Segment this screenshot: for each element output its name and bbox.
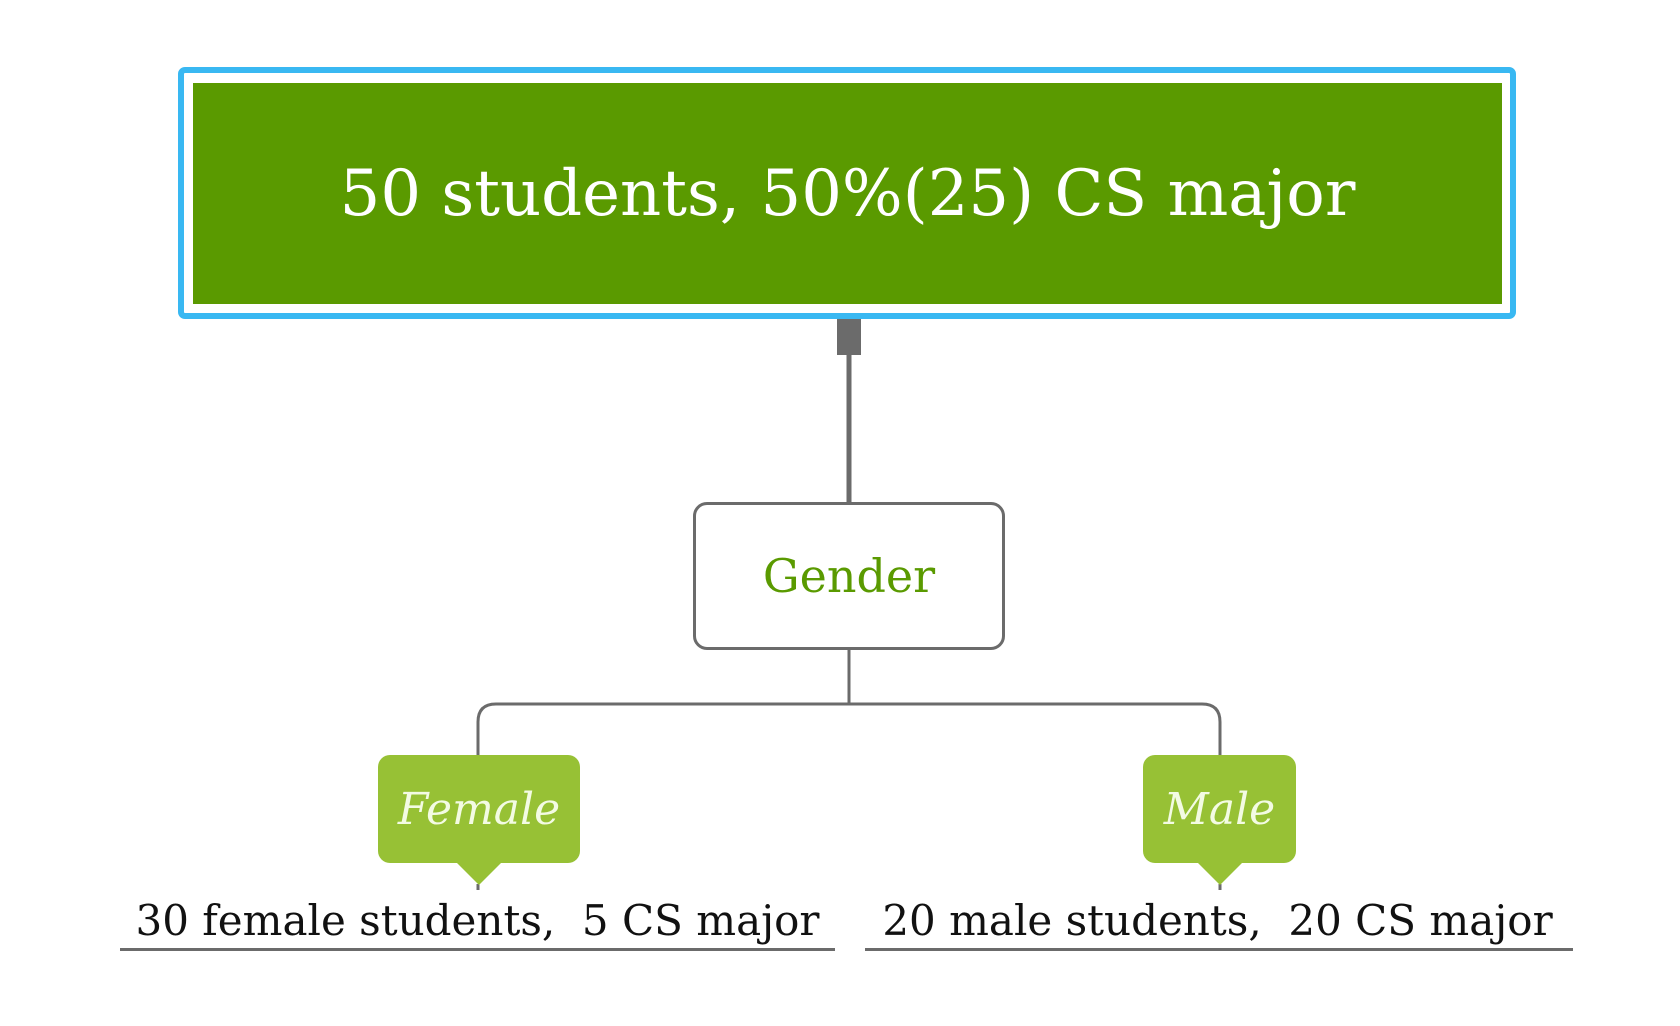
leaf-underline-female bbox=[120, 948, 835, 951]
leaf-node-female-text: 30 female students, 5 CS major bbox=[135, 895, 820, 945]
root-node[interactable]: 50 students, 50%(25) CS major bbox=[193, 83, 1502, 304]
branch-label-female[interactable]: Female bbox=[378, 755, 580, 885]
split-node-label: Gender bbox=[762, 549, 936, 603]
split-node-gender[interactable]: Gender bbox=[693, 502, 1005, 650]
leaf-node-male[interactable]: 20 male students, 20 CS major bbox=[865, 885, 1570, 955]
branch-split-line bbox=[476, 702, 1222, 755]
branch-label-male-text: Male bbox=[1163, 783, 1276, 835]
leaf-underline-male bbox=[865, 948, 1573, 951]
branch-label-female-text: Female bbox=[397, 783, 561, 835]
branch-label-male[interactable]: Male bbox=[1143, 755, 1296, 885]
leaf-node-male-text: 20 male students, 20 CS major bbox=[882, 895, 1553, 945]
leaf-node-female[interactable]: 30 female students, 5 CS major bbox=[120, 885, 835, 955]
root-node-label: 50 students, 50%(25) CS major bbox=[339, 156, 1356, 231]
